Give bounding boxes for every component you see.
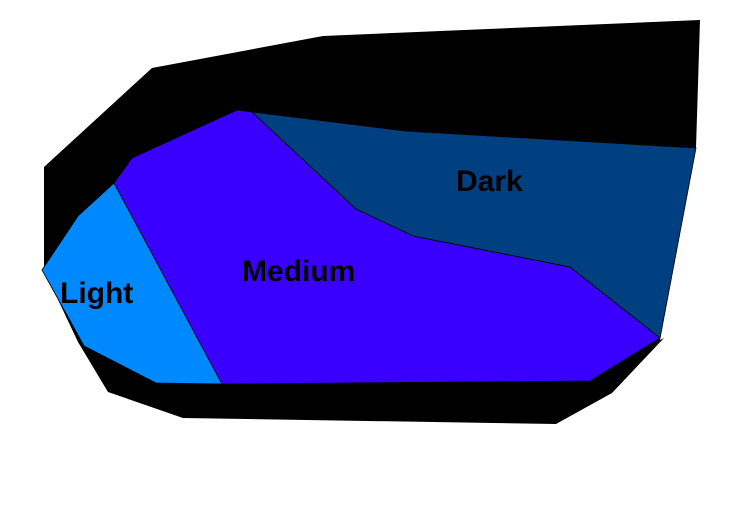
label-medium: Medium [242, 255, 355, 288]
label-dark: Dark [456, 165, 523, 198]
label-light: Light [60, 277, 133, 310]
region-dark [250, 111, 697, 339]
